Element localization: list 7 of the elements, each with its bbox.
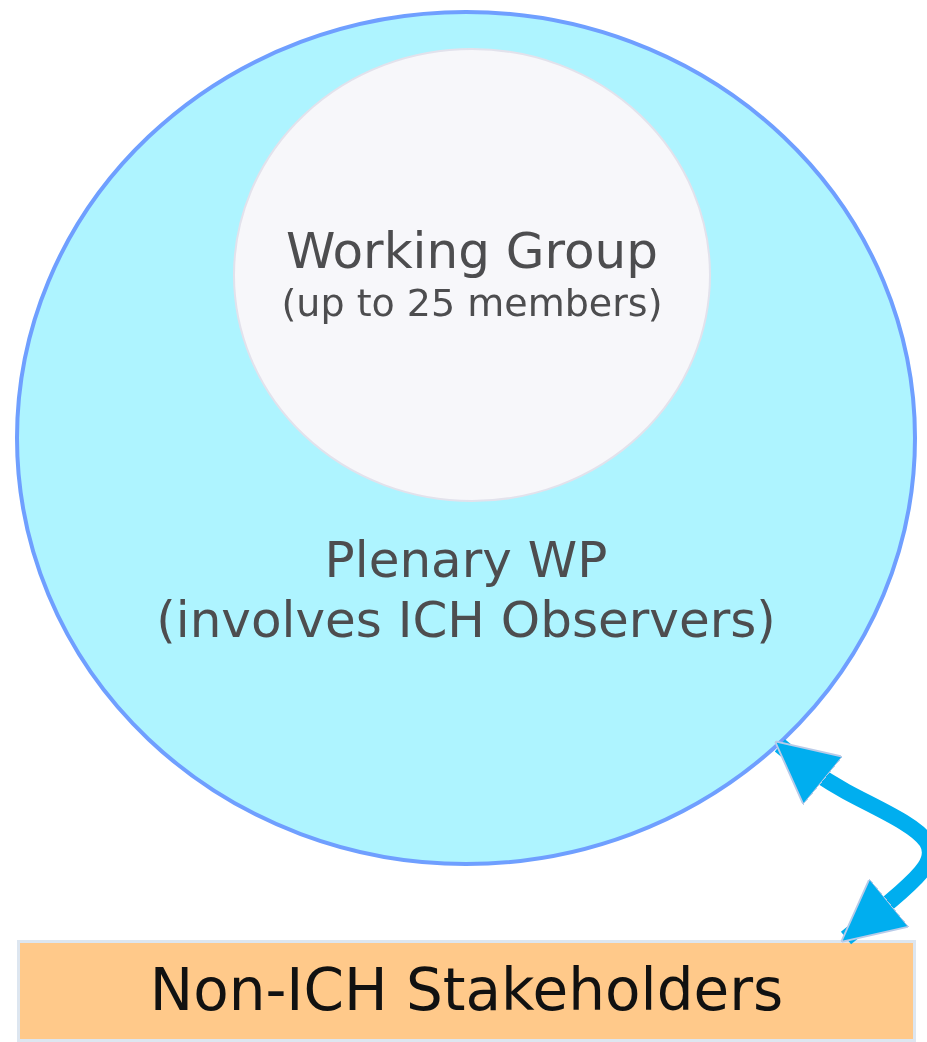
- node-subtitle: (involves ICH Observers): [156, 590, 776, 650]
- node-subtitle: (up to 25 members): [281, 280, 663, 327]
- double-arrow: [774, 739, 927, 945]
- node-title: Plenary WP: [324, 530, 608, 590]
- node-title: Working Group: [285, 223, 658, 281]
- node-title: Non-ICH Stakeholders: [149, 956, 784, 1026]
- stakeholder-box: [17, 940, 916, 1042]
